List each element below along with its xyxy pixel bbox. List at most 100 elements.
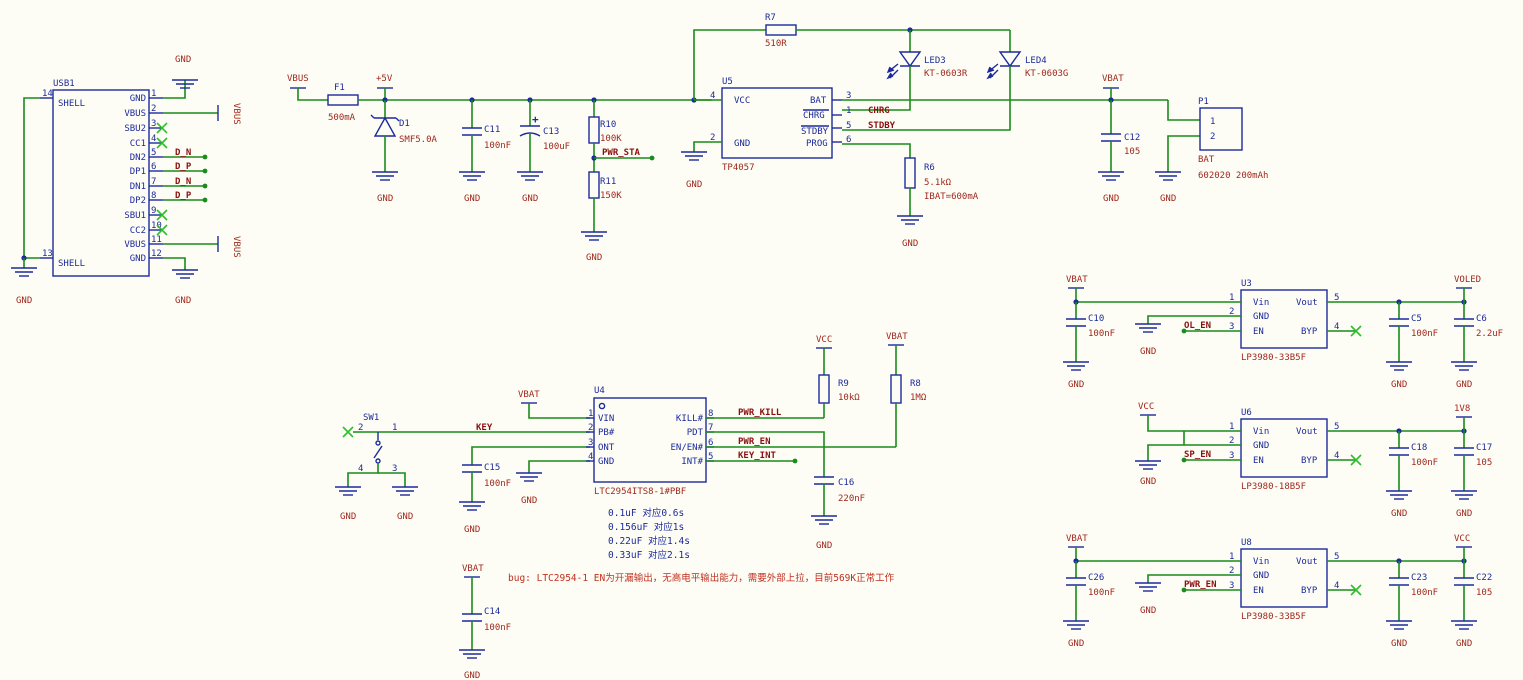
gnd-label: GND bbox=[1103, 194, 1119, 204]
rail-label: 1V8 bbox=[1454, 404, 1470, 414]
u4-pin-num: 4 bbox=[588, 452, 593, 462]
ldo-pin-gnd: GND bbox=[1253, 441, 1269, 451]
timing-note: 0.22uF 对应1.4s bbox=[608, 535, 690, 547]
sw1-pin-num: 4 bbox=[358, 464, 363, 474]
ldo-pin-num: 3 bbox=[1229, 322, 1234, 332]
p1-value: BAT bbox=[1198, 155, 1215, 165]
usb-pin-num: 14 bbox=[42, 89, 53, 99]
bug-note: bug: LTC2954-1 EN为开漏输出，无高电平输出能力，需要外部上拉，目… bbox=[508, 572, 895, 584]
net-key-int: KEY_INT bbox=[738, 451, 777, 461]
ldo-section: U3LP3980-33B5FVinGNDENVoutBYP12354VBATC1… bbox=[1063, 275, 1503, 649]
net-stdby: STDBY bbox=[868, 121, 896, 131]
r9-ref: R9 bbox=[838, 379, 849, 389]
vbus-label: VBUS bbox=[287, 74, 309, 84]
ldo-block: U3LP3980-33B5FVinGNDENVoutBYP12354VBATC1… bbox=[1063, 275, 1503, 390]
usb-pin-num: 5 bbox=[151, 148, 156, 158]
usb-pin-name: SBU1 bbox=[124, 211, 146, 221]
ldo-pin-num: 4 bbox=[1334, 581, 1339, 591]
net-key: KEY bbox=[476, 423, 493, 433]
rail-label: VBAT bbox=[1066, 275, 1088, 285]
no-connect-marks bbox=[156, 122, 168, 236]
usb-connector: USB1 14 SHELL 13 SHELL 1GND2VBUS3SBU24CC… bbox=[11, 55, 241, 306]
u4-part: LTC2954ITS8-1#PBF bbox=[594, 487, 686, 497]
c6-value: 2.2uF bbox=[1476, 329, 1503, 339]
c18-value: 100nF bbox=[1411, 458, 1438, 468]
c15-value: 100nF bbox=[484, 479, 511, 489]
c12-ref: C12 bbox=[1124, 133, 1140, 143]
charger-u5: R7 510R LED3 KT-0603R LED4 KT-0603G U5 T… bbox=[681, 13, 1268, 249]
p1-pin-num: 1 bbox=[1210, 117, 1215, 127]
usb-pin-num: 6 bbox=[151, 162, 156, 172]
gnd-label: GND bbox=[340, 512, 356, 522]
ldo-pin-en: EN bbox=[1253, 327, 1264, 337]
usb-pin-num: 8 bbox=[151, 191, 156, 201]
net-d-p: D_P bbox=[175, 162, 192, 172]
c11-value: 100nF bbox=[484, 141, 511, 151]
rail-label: VCC bbox=[1138, 402, 1154, 412]
u5-part: TP4057 bbox=[722, 163, 755, 173]
c22-ref: C22 bbox=[1476, 573, 1492, 583]
ldo-block: U8LP3980-33B5FVinGNDENVoutBYP12354VBATC2… bbox=[1063, 534, 1492, 649]
usb-pin-num: 1 bbox=[151, 89, 156, 99]
ldo-pin-en: EN bbox=[1253, 586, 1264, 596]
vbat-label: VBAT bbox=[1102, 74, 1124, 84]
u5-pin-num: 2 bbox=[710, 133, 715, 143]
u5-pin-stdby: STDBY bbox=[801, 127, 829, 137]
r8-value: 1MΩ bbox=[910, 393, 927, 403]
usb-pin-name: VBUS bbox=[124, 109, 146, 119]
c17-value: 105 bbox=[1476, 458, 1492, 468]
p5v-label: +5V bbox=[376, 74, 393, 84]
usb-pin-num: 3 bbox=[151, 119, 156, 129]
u4-pin-name: KILL# bbox=[676, 414, 704, 424]
usb-pin-name: SBU2 bbox=[124, 124, 146, 134]
ldo-pin-vout: Vout bbox=[1296, 427, 1318, 437]
gnd-label: GND bbox=[1140, 347, 1156, 357]
ldo-pin-num: 3 bbox=[1229, 581, 1234, 591]
vbat-label: VBAT bbox=[462, 564, 484, 574]
gnd-label: GND bbox=[1160, 194, 1176, 204]
ldo-pin-num: 5 bbox=[1334, 293, 1339, 303]
c22-value: 105 bbox=[1476, 588, 1492, 598]
c5-ref: C5 bbox=[1411, 314, 1422, 324]
usb-pin-num: 12 bbox=[151, 249, 162, 259]
c16-ref: C16 bbox=[838, 478, 854, 488]
ldo-pin-num: 5 bbox=[1334, 552, 1339, 562]
gnd-label: GND bbox=[1140, 477, 1156, 487]
gnd-label: GND bbox=[464, 671, 480, 680]
gnd-label: GND bbox=[1456, 639, 1472, 649]
c5-value: 100nF bbox=[1411, 329, 1438, 339]
net-d-n: D_N bbox=[175, 177, 191, 187]
c16-value: 220nF bbox=[838, 494, 865, 504]
usb-pin-name: DN1 bbox=[130, 182, 146, 192]
ldo-pin-num: 4 bbox=[1334, 451, 1339, 461]
ldo-pin-byp: BYP bbox=[1301, 456, 1318, 466]
ldo-pin-gnd: GND bbox=[1253, 571, 1269, 581]
ldo-pin-gnd: GND bbox=[1253, 312, 1269, 322]
led4-value: KT-0603G bbox=[1025, 69, 1068, 79]
c26-value: 100nF bbox=[1088, 588, 1115, 598]
u5-ref: U5 bbox=[722, 77, 733, 87]
ldo-part: LP3980-18B5F bbox=[1241, 482, 1306, 492]
net-en: OL_EN bbox=[1184, 321, 1211, 331]
u5-pin-bat: BAT bbox=[810, 96, 827, 106]
gnd-label: GND bbox=[1068, 380, 1084, 390]
u5-pin-num: 6 bbox=[846, 135, 851, 145]
c26-ref: C26 bbox=[1088, 573, 1104, 583]
vcc-label: VCC bbox=[816, 335, 832, 345]
ldo-ref: U8 bbox=[1241, 538, 1252, 548]
u5-pin-chrg: CHRG bbox=[803, 111, 825, 121]
rail-label: VOLED bbox=[1454, 275, 1481, 285]
led4-ref: LED4 bbox=[1025, 56, 1047, 66]
ldo-pin-num: 4 bbox=[1334, 322, 1339, 332]
gnd-label: GND bbox=[464, 194, 480, 204]
usb-pin-num: 9 bbox=[151, 206, 156, 216]
gnd-label: GND bbox=[175, 55, 191, 65]
net-chrg: CHRG bbox=[868, 106, 890, 116]
u5-pin-prog: PROG bbox=[806, 139, 828, 149]
led3-ref: LED3 bbox=[924, 56, 946, 66]
u4-pin-name: PDT bbox=[687, 428, 704, 438]
ldo-pin-num: 2 bbox=[1229, 566, 1234, 576]
usb-pin-name: GND bbox=[130, 94, 146, 104]
vbus-label: VBUS bbox=[231, 103, 241, 125]
vbat-label: VBAT bbox=[518, 390, 540, 400]
